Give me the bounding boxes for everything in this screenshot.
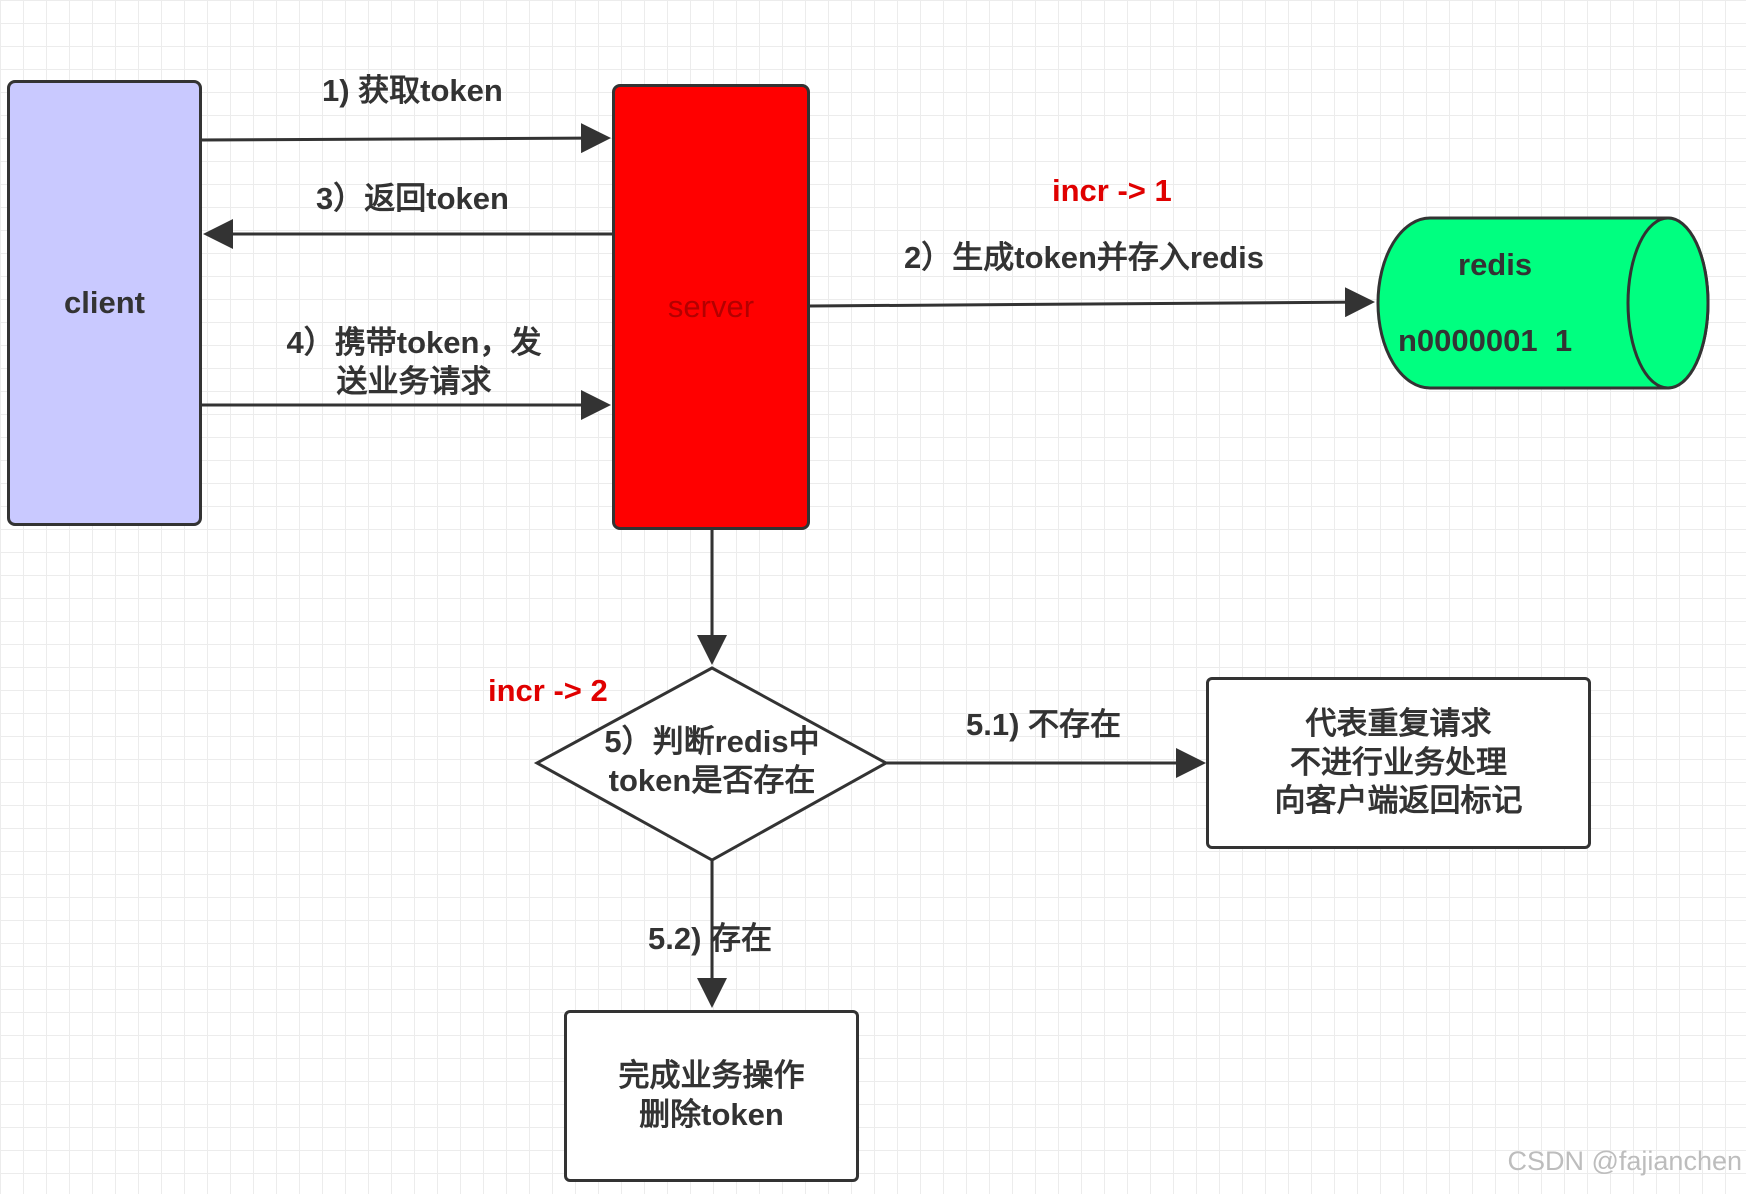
redis-cylinder xyxy=(1376,216,1710,390)
decision-line-1: 5）判断redis中 xyxy=(604,724,820,759)
arrow-get-token xyxy=(201,123,611,154)
server-label: server xyxy=(667,289,755,324)
decision-line-2: token是否存在 xyxy=(608,762,816,798)
redis-entry: n0000001 1 xyxy=(1398,323,1573,358)
decision-label: 5）判断redis中 token是否存在 xyxy=(537,723,887,801)
edge-label-return-token: 3）返回token xyxy=(316,181,509,216)
edge-label-get-token: 1) 获取token xyxy=(322,73,503,108)
edge-label-exist: 5.2) 存在 xyxy=(648,921,773,956)
edge-label-send-request: 4）携带token，发 送业务请求 xyxy=(272,324,556,402)
complete-operation-node: 完成业务操作 删除token xyxy=(564,1010,859,1182)
repeat-line-3: 向客户端返回标记 xyxy=(1274,783,1523,819)
complete-line-1: 完成业务操作 xyxy=(618,1058,805,1094)
annotation-incr-1: incr -> 1 xyxy=(1052,173,1172,208)
arrow-generate-token xyxy=(809,287,1375,318)
send-request-line-2: 送业务请求 xyxy=(336,363,492,399)
redis-title: redis xyxy=(1458,247,1533,282)
repeat-request-node: 代表重复请求 不进行业务处理 向客户端返回标记 xyxy=(1206,677,1591,849)
edge-label-generate-token: 2）生成token并存入redis xyxy=(904,240,1265,275)
complete-line-2: 删除token xyxy=(639,1097,784,1132)
edge-label-not-exist: 5.1) 不存在 xyxy=(966,707,1122,742)
client-label: client xyxy=(64,284,145,320)
repeat-line-2: 不进行业务处理 xyxy=(1290,744,1507,780)
annotation-incr-2: incr -> 2 xyxy=(488,673,608,708)
client-node: client xyxy=(7,80,202,526)
send-request-line-1: 4）携带token，发 xyxy=(286,325,542,360)
csdn-watermark: CSDN @fajianchen xyxy=(1507,1146,1742,1176)
repeat-line-1: 代表重复请求 xyxy=(1305,705,1492,741)
server-node: server xyxy=(612,84,810,530)
